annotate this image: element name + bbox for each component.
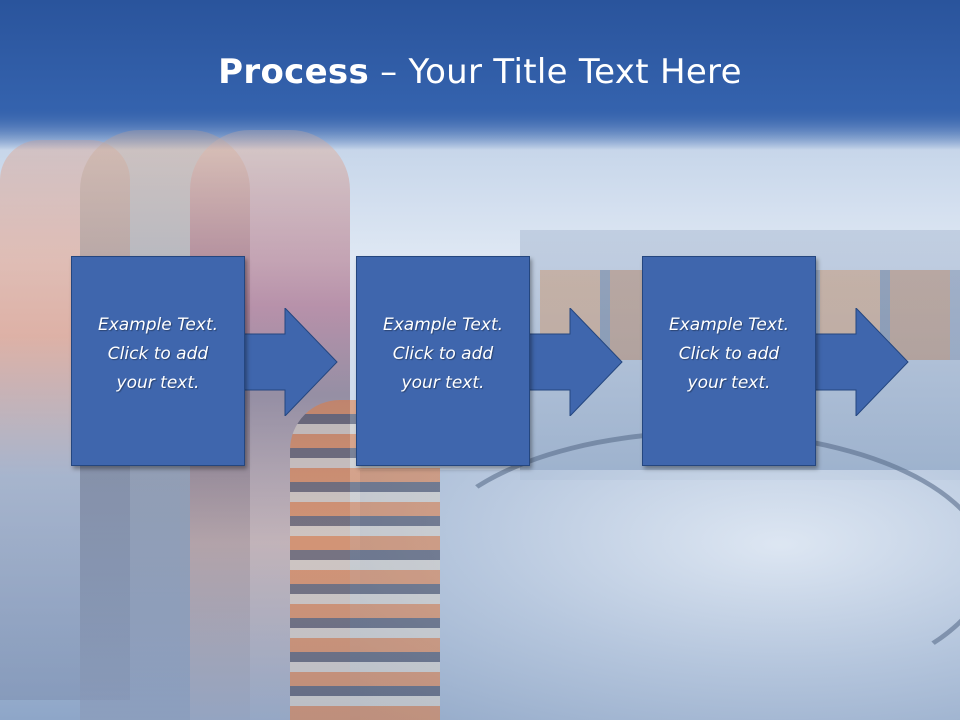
process-step-1[interactable]: Example Text. Click to add your text. — [71, 256, 338, 466]
step-text-line: your text. — [116, 373, 200, 393]
step-text[interactable]: Example Text. Click to add your text. — [357, 311, 529, 398]
step-text[interactable]: Example Text. Click to add your text. — [72, 311, 244, 398]
title-rest-text: – Your Title Text Here — [369, 52, 742, 92]
step-box[interactable]: Example Text. Click to add your text. — [71, 256, 245, 466]
arrow-right-icon — [241, 308, 338, 416]
process-step-2[interactable]: Example Text. Click to add your text. — [356, 256, 623, 466]
step-text-line: Click to add — [678, 344, 780, 364]
step-text-line: Example Text. — [97, 315, 219, 335]
step-text[interactable]: Example Text. Click to add your text. — [643, 311, 815, 398]
title-bold-text: Process — [218, 52, 370, 92]
step-text-line: your text. — [687, 373, 771, 393]
background-railing — [420, 430, 960, 700]
slide-title[interactable]: Process – Your Title Text Here — [0, 52, 960, 92]
step-box[interactable]: Example Text. Click to add your text. — [642, 256, 816, 466]
step-text-line: Click to add — [107, 344, 209, 364]
step-text-line: Example Text. — [382, 315, 504, 335]
step-text-line: Example Text. — [668, 315, 790, 335]
process-step-3[interactable]: Example Text. Click to add your text. — [642, 256, 909, 466]
title-band — [0, 0, 960, 150]
arrow-right-icon — [526, 308, 623, 416]
step-box[interactable]: Example Text. Click to add your text. — [356, 256, 530, 466]
step-text-line: Click to add — [392, 344, 494, 364]
arrow-right-icon — [812, 308, 909, 416]
step-text-line: your text. — [401, 373, 485, 393]
